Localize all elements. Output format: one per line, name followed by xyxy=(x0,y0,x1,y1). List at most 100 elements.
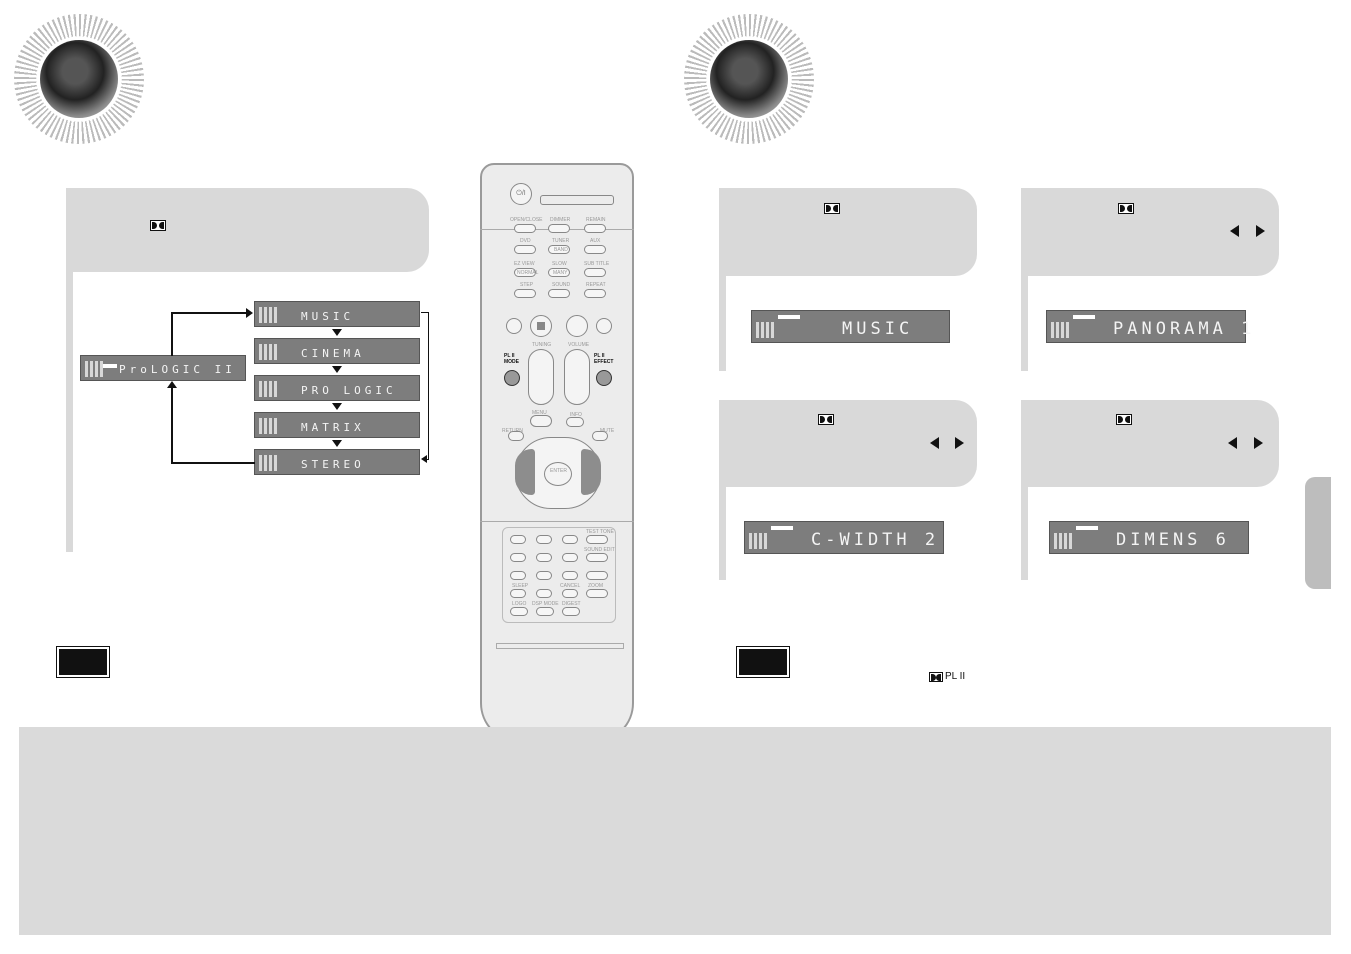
arrow-down-icon xyxy=(332,366,342,373)
previous-button[interactable] xyxy=(506,318,522,334)
current-mode-display: ProLOGIC II xyxy=(80,355,246,381)
logo-button[interactable] xyxy=(510,607,528,616)
aux-button[interactable] xyxy=(584,245,606,254)
note-badge-left xyxy=(56,646,110,678)
right-arrow-icon xyxy=(955,437,964,449)
right-arrow-icon xyxy=(1254,437,1263,449)
zoom-button[interactable] xyxy=(586,589,608,598)
volume-rocker[interactable] xyxy=(564,349,590,405)
tuning-rocker[interactable] xyxy=(528,349,554,405)
left-arrow-icon xyxy=(1230,225,1239,237)
digest-button[interactable] xyxy=(562,607,580,616)
left-step-header xyxy=(66,188,429,272)
right-arrow-icon xyxy=(1256,225,1265,237)
step-button[interactable] xyxy=(514,289,536,298)
subtitle-button[interactable] xyxy=(584,268,606,277)
extra-button[interactable] xyxy=(586,571,608,580)
mode-display-matrix: MATRIX xyxy=(254,412,420,438)
section-side-tab xyxy=(1305,477,1331,589)
display-panorama: PANORAMA 1 xyxy=(1046,310,1251,343)
digit-3[interactable] xyxy=(562,535,578,544)
return-button[interactable] xyxy=(508,431,524,441)
next-button[interactable] xyxy=(596,318,612,334)
speaker-cone-icon xyxy=(40,40,118,118)
right-step4-bar xyxy=(1021,487,1028,580)
play-pause-button[interactable] xyxy=(566,315,588,337)
keypad-area xyxy=(502,527,616,623)
open-close-button[interactable] xyxy=(514,224,536,233)
pl2-mode-button[interactable] xyxy=(504,370,520,386)
digit-0[interactable] xyxy=(536,589,552,598)
pl2-effect-button[interactable] xyxy=(596,370,612,386)
slow-button[interactable]: MANY xyxy=(548,268,570,277)
digit-2[interactable] xyxy=(536,535,552,544)
left-step-bar xyxy=(66,272,73,552)
mode-text: PRO LOGIC xyxy=(301,384,397,397)
mode-display-prologic: PRO LOGIC xyxy=(254,375,420,401)
pl2-footnote: PL II xyxy=(945,671,966,682)
mode-display-music: MUSIC xyxy=(254,301,420,327)
mode-text: CINEMA xyxy=(301,347,365,360)
display-music: MUSIC xyxy=(751,310,950,343)
ez-view-button[interactable]: NORMAL xyxy=(514,268,538,277)
digit-8[interactable] xyxy=(536,571,552,580)
display-indicator-icon xyxy=(85,361,103,377)
dolby-logo-icon xyxy=(818,414,834,425)
dolby-logo-icon xyxy=(929,672,943,682)
dolby-logo-icon xyxy=(150,220,166,231)
info-button[interactable] xyxy=(566,417,584,427)
note-badge-right xyxy=(736,646,790,678)
tuner-band-button[interactable]: BAND xyxy=(548,245,570,254)
dolby-logo-icon xyxy=(1118,203,1134,214)
arrow-right-icon xyxy=(246,308,253,318)
sound-button[interactable] xyxy=(548,289,570,298)
mode-text: STEREO xyxy=(301,458,365,471)
stop-icon xyxy=(537,322,545,330)
right-step2-bar xyxy=(1021,276,1028,371)
right-step2-header xyxy=(1021,188,1279,276)
nav-right-button[interactable] xyxy=(581,449,601,495)
remain-button[interactable] xyxy=(584,224,606,233)
left-arrow-icon xyxy=(930,437,939,449)
arrow-left-icon xyxy=(421,455,427,463)
digit-5[interactable] xyxy=(536,553,552,562)
mode-display-cinema: CINEMA xyxy=(254,338,420,364)
mode-display-stereo: STEREO xyxy=(254,449,420,475)
left-arrow-icon xyxy=(1228,437,1237,449)
sleep-button[interactable] xyxy=(510,589,526,598)
stop-button[interactable] xyxy=(530,315,552,337)
speaker-badge-left xyxy=(14,14,144,144)
right-step4-header xyxy=(1021,400,1279,487)
nav-left-button[interactable] xyxy=(515,449,535,495)
dimmer-button[interactable] xyxy=(548,224,570,233)
speaker-badge-right xyxy=(684,14,814,144)
bottom-info-panel xyxy=(19,727,1331,935)
dvd-button[interactable] xyxy=(514,245,536,254)
display-dimension: DIMENS 6 xyxy=(1049,521,1249,554)
repeat-button[interactable] xyxy=(584,289,606,298)
digit-9[interactable] xyxy=(562,571,578,580)
mode-text: MATRIX xyxy=(301,421,365,434)
display-text: ProLOGIC II xyxy=(119,363,236,376)
sound-edit-button[interactable] xyxy=(586,553,608,562)
digit-1[interactable] xyxy=(510,535,526,544)
display-center-width: C-WIDTH 2 xyxy=(744,521,944,554)
digit-4[interactable] xyxy=(510,553,526,562)
mute-button[interactable] xyxy=(592,431,608,441)
arrow-down-icon xyxy=(332,329,342,336)
dsp-mode-button[interactable] xyxy=(536,607,554,616)
power-button[interactable]: ⏻/I xyxy=(510,183,532,205)
menu-button[interactable] xyxy=(530,415,552,427)
digit-7[interactable] xyxy=(510,571,526,580)
right-step1-header xyxy=(719,188,977,276)
arrow-down-icon xyxy=(332,403,342,410)
cancel-button[interactable] xyxy=(562,589,578,598)
arrow-down-icon xyxy=(332,440,342,447)
digit-6[interactable] xyxy=(562,553,578,562)
speaker-cone-icon xyxy=(710,40,788,118)
dolby-logo-icon xyxy=(824,203,840,214)
enter-button[interactable]: ENTER xyxy=(544,462,572,486)
test-tone-button[interactable] xyxy=(586,535,608,544)
